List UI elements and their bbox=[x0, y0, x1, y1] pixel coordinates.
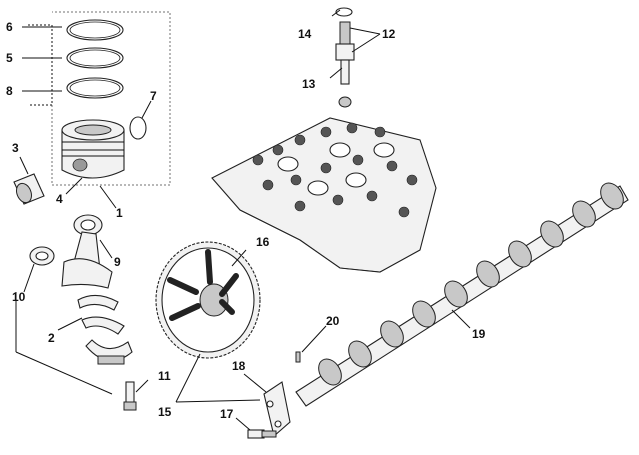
dowel-pin bbox=[295, 351, 301, 363]
label-17: 17 bbox=[220, 407, 234, 421]
label-2: 2 bbox=[48, 331, 55, 345]
label-13: 13 bbox=[302, 77, 316, 91]
label-8: 8 bbox=[6, 84, 13, 98]
callout-labels: 6 5 8 7 3 4 1 9 10 2 11 15 16 18 17 19 2… bbox=[6, 20, 486, 421]
piston-ring-top bbox=[66, 19, 124, 41]
label-11: 11 bbox=[158, 369, 171, 383]
bearing-shell-lower bbox=[81, 316, 125, 335]
label-4: 4 bbox=[56, 192, 63, 206]
label-16: 16 bbox=[256, 235, 270, 249]
piston-pin bbox=[13, 173, 45, 205]
snap-ring bbox=[129, 116, 147, 140]
piston-ring-middle bbox=[66, 47, 124, 69]
label-5: 5 bbox=[6, 51, 13, 65]
label-18: 18 bbox=[232, 359, 246, 373]
label-6: 6 bbox=[6, 20, 13, 34]
thrust-plate bbox=[263, 381, 291, 438]
camshaft bbox=[295, 182, 629, 407]
label-1: 1 bbox=[116, 206, 123, 220]
piston-ring-oil bbox=[66, 77, 124, 99]
fuel-injector bbox=[335, 7, 355, 108]
label-14: 14 bbox=[298, 27, 312, 41]
connecting-rod-bolt bbox=[123, 381, 137, 411]
cylinder-head bbox=[211, 117, 437, 273]
piston-group-bracket bbox=[28, 11, 171, 186]
camshaft-gear bbox=[155, 241, 261, 359]
label-3: 3 bbox=[12, 141, 19, 155]
label-9: 9 bbox=[114, 255, 121, 269]
label-12: 12 bbox=[382, 27, 396, 41]
thrust-plate-bolt bbox=[247, 429, 277, 439]
connecting-rod-cap bbox=[85, 339, 133, 365]
leader-lines bbox=[15, 9, 471, 431]
piston bbox=[61, 119, 125, 179]
label-20: 20 bbox=[326, 314, 340, 328]
bearing-shell-upper bbox=[77, 294, 119, 311]
connecting-rod bbox=[61, 214, 113, 289]
label-15: 15 bbox=[158, 405, 172, 419]
label-7: 7 bbox=[150, 89, 157, 103]
small-end-bushing bbox=[29, 246, 55, 266]
label-10: 10 bbox=[12, 290, 26, 304]
label-19: 19 bbox=[472, 327, 486, 341]
